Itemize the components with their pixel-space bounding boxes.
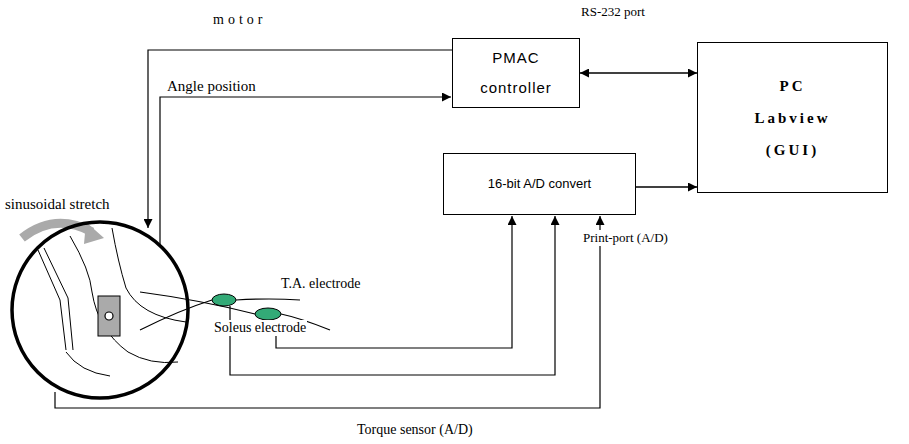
process-box: 16-bit A/D convert — [443, 153, 636, 215]
annotation-label: Angle position — [166, 78, 257, 95]
connector-arrow — [580, 72, 697, 74]
motor-disk — [12, 222, 188, 398]
box-label: PMAC controller — [470, 43, 562, 103]
box-label: PC Labview (GUI) — [743, 70, 843, 166]
annotation-label: sinusoidal stretch — [4, 196, 111, 213]
annotation-label: RS-232 port — [580, 4, 646, 20]
annotation-label: T.A. electrode — [280, 276, 361, 292]
box-label: 16-bit A/D convert — [488, 175, 591, 193]
annotation-label: Soleus electrode — [213, 320, 307, 336]
connector-arrow — [636, 186, 697, 188]
process-box: PC Labview (GUI) — [697, 42, 888, 193]
ankle-brace — [98, 296, 120, 336]
annotation-label: Print-port (A/D) — [582, 230, 669, 246]
ankle-axis — [105, 312, 113, 320]
annotation-label: motor — [212, 12, 267, 28]
annotation-label: Torque sensor (A/D) — [356, 422, 474, 438]
soleus-electrode — [212, 294, 236, 306]
foot-illustration — [38, 228, 186, 376]
ta-electrode — [255, 308, 281, 320]
process-box: PMAC controller — [452, 38, 580, 108]
stretch-arrowhead — [84, 222, 104, 244]
